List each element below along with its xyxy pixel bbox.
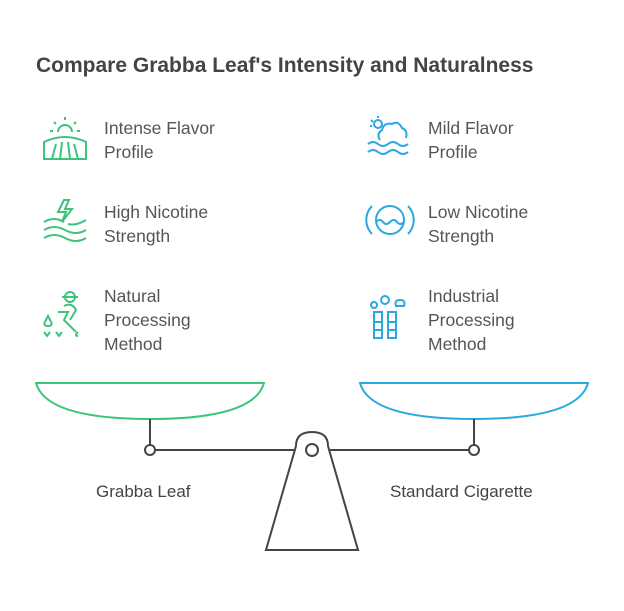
center-pivot [305,443,319,457]
cloud-sun-waves-icon [367,116,409,155]
item-line: Profile [104,142,154,162]
left-item-1: Intense Flavor Profile [104,116,264,164]
item-line: Natural [104,286,161,306]
item-line: Method [428,334,487,354]
factory-chimneys-icon [370,295,406,339]
item-line: Low Nicotine [428,202,529,222]
item-line: Method [104,334,163,354]
right-pan [358,382,590,421]
left-pan [34,382,266,421]
diagram-title: Compare Grabba Leaf's Intensity and Natu… [36,54,534,77]
item-line: Strength [104,226,171,246]
item-line: Intense Flavor [104,118,215,138]
right-label: Standard Cigarette [390,482,533,501]
item-line: Profile [428,142,478,162]
farmer-icon [43,291,79,338]
item-line: Industrial [428,286,500,306]
right-item-1: Mild Flavor Profile [428,116,588,164]
fulcrum [264,430,360,551]
lightning-waves-icon [43,199,87,242]
circle-waves-icon [365,205,415,235]
right-item-3: Industrial Processing Method [428,284,588,356]
item-line: Mild Flavor [428,118,514,138]
left-label: Grabba Leaf [96,482,191,501]
right-item-2: Low Nicotine Strength [428,200,588,248]
item-line: High Nicotine [104,202,209,222]
left-item-3: Natural Processing Method [104,284,264,356]
right-pivot [468,444,480,456]
sunrise-field-icon [43,117,87,160]
left-pivot [144,444,156,456]
item-line: Processing [104,310,191,330]
item-line: Strength [428,226,495,246]
left-item-2: High Nicotine Strength [104,200,264,248]
item-line: Processing [428,310,515,330]
